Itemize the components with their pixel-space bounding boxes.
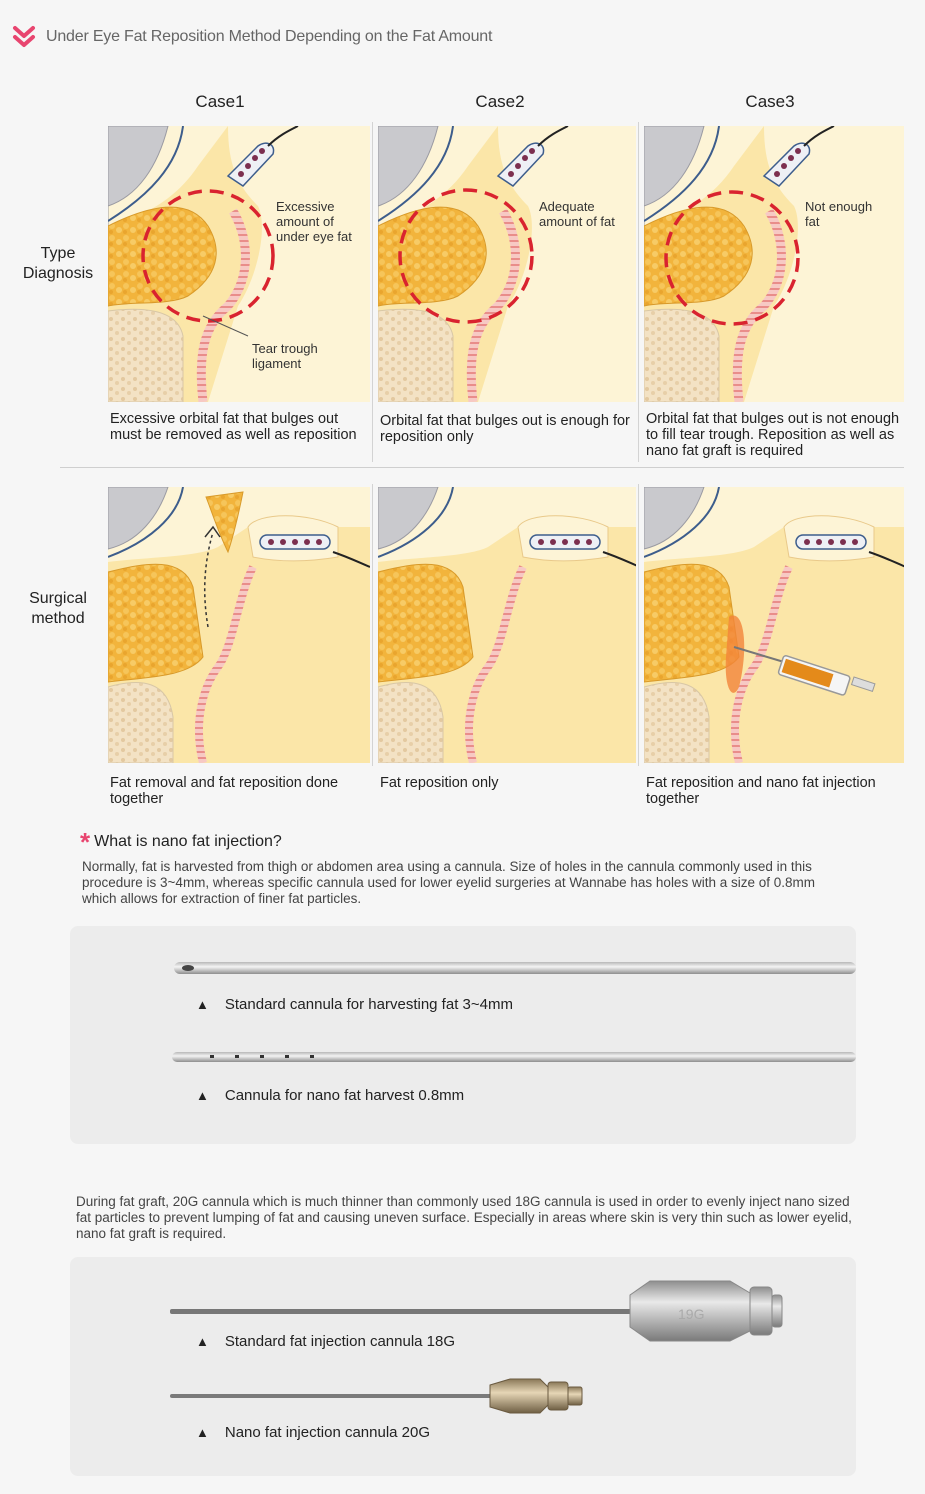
nano-paragraph: Normally, fat is harvested from thigh or… bbox=[82, 859, 815, 906]
column-divider bbox=[372, 484, 373, 766]
case-1-fat-note: Excessive amount of under eye fat bbox=[276, 199, 352, 244]
row-label-surgical-method: Surgical method bbox=[29, 590, 87, 627]
surgical-illustration-case-3 bbox=[644, 487, 904, 763]
tear-trough-ligament-label: Tear trough ligament bbox=[252, 341, 318, 371]
row-divider bbox=[60, 467, 904, 468]
harvest-cannula-photo: ▲ Standard cannula for harvesting fat 3~… bbox=[70, 926, 856, 1144]
case-2-surgical-caption: Fat reposition only bbox=[380, 775, 499, 791]
triangle-up-icon: ▲ bbox=[196, 1425, 209, 1440]
nano-title: What is nano fat injection? bbox=[94, 833, 282, 850]
column-divider bbox=[638, 484, 639, 766]
harvest-caption-nano: ▲ Cannula for nano fat harvest 0.8mm bbox=[196, 1087, 465, 1104]
diagnosis-illustration-case-2 bbox=[378, 126, 636, 402]
diagnosis-illustration-case-1 bbox=[108, 126, 370, 402]
injection-cannula-photo: 19G ▲ Standard fat injection cannula 18G… bbox=[70, 1257, 856, 1476]
case-2-heading: Case2 bbox=[475, 92, 525, 111]
diagnosis-illustration-case-3 bbox=[644, 126, 904, 402]
column-divider bbox=[638, 122, 639, 462]
graft-paragraph: During fat graft, 20G cannula which is m… bbox=[76, 1194, 852, 1241]
injection-caption-20g: ▲ Nano fat injection cannula 20G bbox=[196, 1424, 431, 1441]
injection-caption-18g: ▲ Standard fat injection cannula 18G bbox=[196, 1333, 456, 1350]
surgical-illustration-case-2 bbox=[378, 487, 636, 763]
case-3-heading: Case3 bbox=[745, 92, 795, 111]
page-title: Under Eye Fat Reposition Method Dependin… bbox=[46, 28, 493, 45]
triangle-up-icon: ▲ bbox=[196, 1334, 209, 1349]
case-3-diagnosis-caption: Orbital fat that bulges out is not enoug… bbox=[646, 411, 900, 459]
case-1-diagnosis-caption: Excessive orbital fat that bulges out mu… bbox=[110, 411, 357, 443]
surgical-illustration-case-1 bbox=[108, 487, 370, 763]
harvest-caption-standard: ▲ Standard cannula for harvesting fat 3~… bbox=[196, 996, 513, 1013]
case-3-surgical-caption: Fat reposition and nano fat injection to… bbox=[646, 775, 876, 807]
case-1-surgical-caption: Fat removal and fat reposition done toge… bbox=[110, 775, 339, 807]
case-1-heading: Case1 bbox=[195, 92, 245, 111]
asterisk-icon: * bbox=[80, 827, 91, 857]
triangle-up-icon: ▲ bbox=[196, 1088, 209, 1103]
triangle-up-icon: ▲ bbox=[196, 997, 209, 1012]
case-2-fat-note: Adequate amount of fat bbox=[539, 199, 615, 229]
row-label-type-diagnosis: Type Diagnosis bbox=[22, 245, 94, 282]
nano-heading: * What is nano fat injection? bbox=[80, 827, 282, 857]
column-divider bbox=[372, 122, 373, 462]
case-2-diagnosis-caption: Orbital fat that bulges out is enough fo… bbox=[380, 413, 630, 445]
double-chevron-down-icon bbox=[13, 26, 35, 47]
case-3-fat-note: Not enough fat bbox=[805, 199, 873, 229]
section-header: Under Eye Fat Reposition Method Dependin… bbox=[12, 24, 492, 50]
hub-label: 19G bbox=[678, 1306, 704, 1322]
